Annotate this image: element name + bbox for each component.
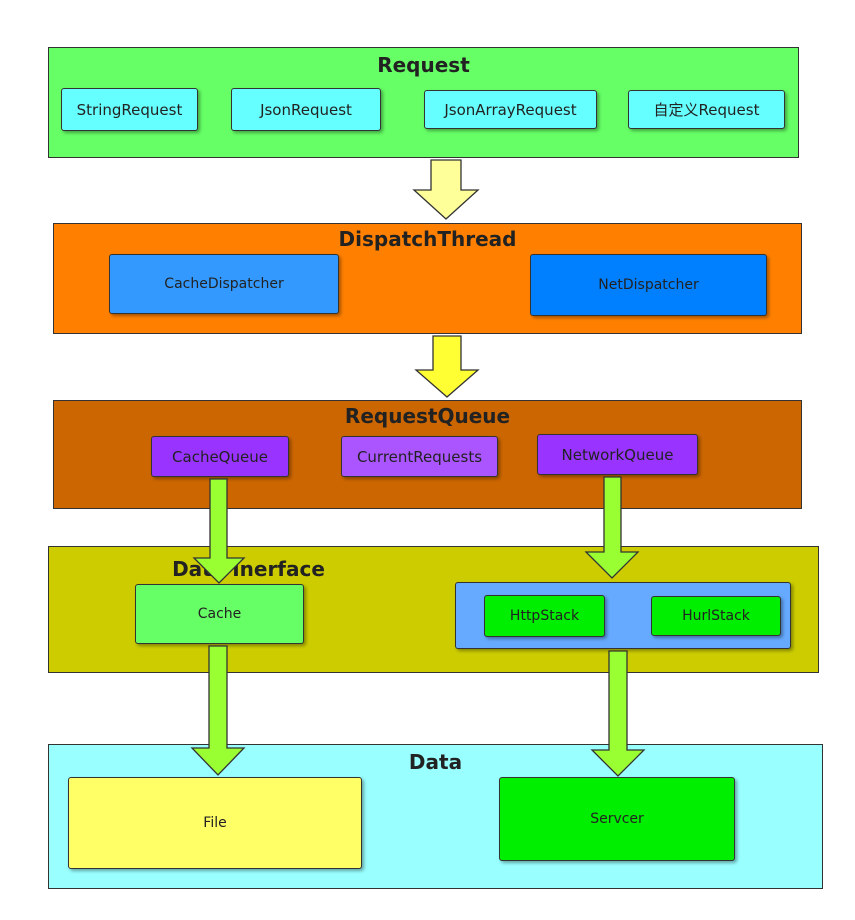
data-layer-title: Data	[408, 750, 463, 774]
file-box: File	[68, 777, 362, 869]
http-stack-box: HttpStack	[484, 595, 605, 637]
arrow-request-to-dispatch	[412, 159, 480, 220]
net-dispatcher-box: NetDispatcher	[530, 254, 767, 316]
network-queue-box: NetworkQueue	[537, 434, 698, 475]
json-array-request-box: JsonArrayRequest	[424, 90, 597, 129]
hurl-stack-box: HurlStack	[651, 596, 781, 636]
arrow-cachequeue-to-cache	[192, 478, 246, 584]
custom-request-box: 自定义Request	[628, 90, 785, 129]
dispatch-thread-layer-title: DispatchThread	[338, 227, 517, 251]
request-layer-title: Request	[377, 53, 470, 77]
request-queue-layer-title: RequestQueue	[344, 404, 511, 428]
arrow-cache-to-file	[190, 645, 246, 776]
string-request-box: StringRequest	[61, 88, 198, 131]
cache-dispatcher-box: CacheDispatcher	[109, 254, 339, 314]
cache-box: Cache	[135, 584, 304, 644]
current-requests-box: CurrentRequests	[341, 436, 498, 477]
arrow-stack-to-server	[590, 650, 646, 777]
server-box: Servcer	[499, 777, 735, 861]
cache-queue-box: CacheQueue	[151, 436, 289, 477]
arrow-dispatch-to-queue	[414, 335, 480, 398]
json-request-box: JsonRequest	[231, 88, 381, 131]
arrow-networkqueue-to-stack	[584, 476, 640, 579]
